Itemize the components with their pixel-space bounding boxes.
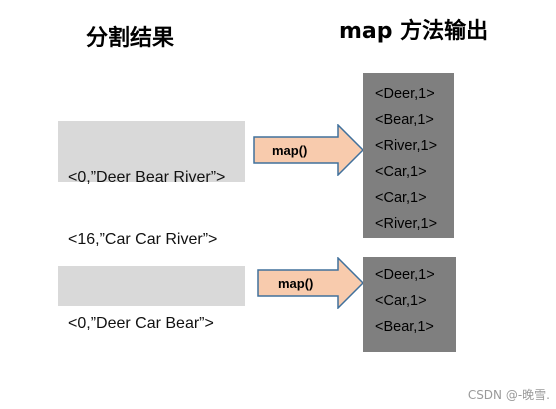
input-split-box-1: <0,”Deer Bear River”> <16,”Car Car River… bbox=[58, 121, 245, 248]
output-pair: <Car,1> bbox=[375, 190, 427, 206]
output-pair: <Deer,1> bbox=[375, 86, 435, 102]
output-pair: <River,1> bbox=[375, 138, 438, 154]
map-function-label: map() bbox=[278, 276, 314, 291]
map-output-box-2: <Deer,1> <Car,1> <Bear,1> bbox=[363, 257, 456, 352]
input-record: <0,”Deer Bear River”> bbox=[68, 169, 226, 186]
input-record: <16,”Car Car River”> bbox=[68, 231, 218, 248]
watermark: CSDN @-晚雪. bbox=[467, 388, 550, 402]
map-output-box-1: <Deer,1> <Bear,1> <River,1> <Car,1> <Car… bbox=[363, 73, 454, 238]
map-output-heading: map 方法输出 bbox=[339, 19, 489, 44]
output-pair: <Car,1> bbox=[375, 293, 427, 309]
output-pair: <Car,1> bbox=[375, 164, 427, 180]
input-record: <0,”Deer Car Bear”> bbox=[68, 315, 214, 332]
map-arrow-icon bbox=[253, 124, 365, 176]
map-function-label: map() bbox=[272, 143, 308, 158]
split-results-heading: 分割结果 bbox=[86, 26, 175, 51]
output-pair: <Bear,1> bbox=[375, 319, 434, 335]
output-pair: <Bear,1> bbox=[375, 112, 434, 128]
output-pair: <Deer,1> bbox=[375, 267, 435, 283]
map-arrow-icon bbox=[257, 257, 365, 309]
input-split-box-2: <0,”Deer Car Bear”> bbox=[58, 266, 245, 332]
output-pair: <River,1> bbox=[375, 216, 438, 232]
